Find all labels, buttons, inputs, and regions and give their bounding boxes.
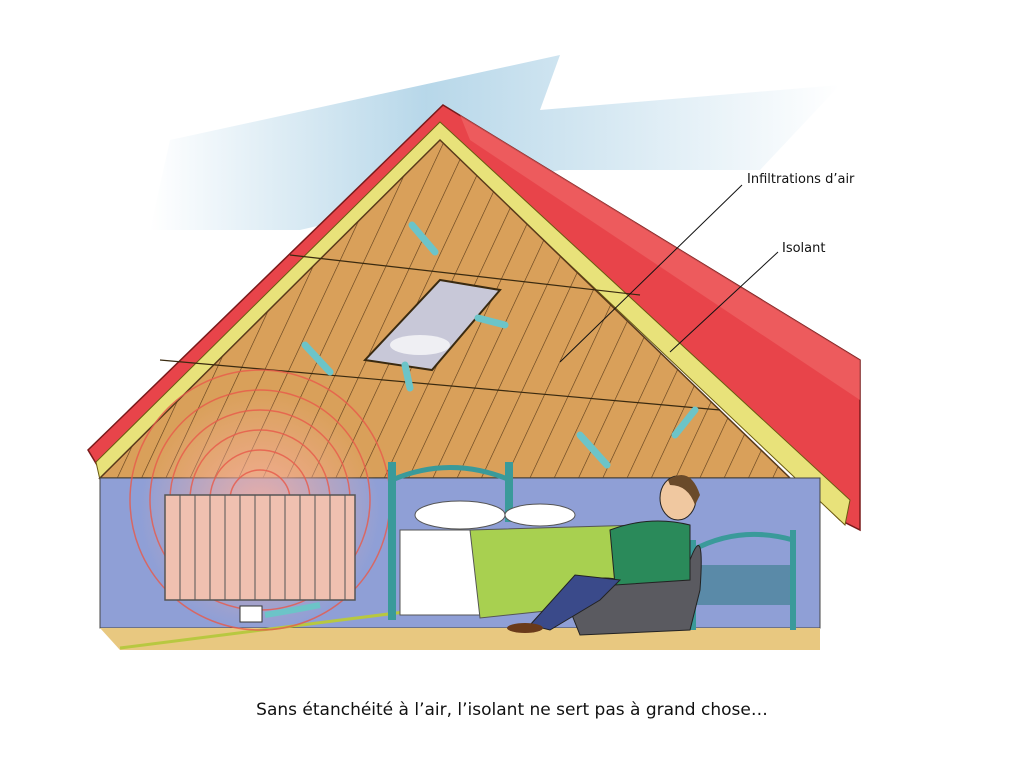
floor	[100, 628, 820, 650]
radiator	[164, 494, 356, 601]
power-outlet	[239, 605, 263, 623]
label-isolant: Isolant	[782, 241, 826, 256]
infiltrations-leader-line	[559, 184, 743, 363]
caption: Sans étanchéité à l’air, l’isolant ne se…	[256, 700, 768, 720]
label-infiltrations: Infiltrations d’air	[747, 172, 855, 187]
air-infiltration-arrows	[301, 221, 699, 469]
isolant-leader-line	[669, 251, 779, 353]
man-in-armchair	[507, 475, 702, 636]
